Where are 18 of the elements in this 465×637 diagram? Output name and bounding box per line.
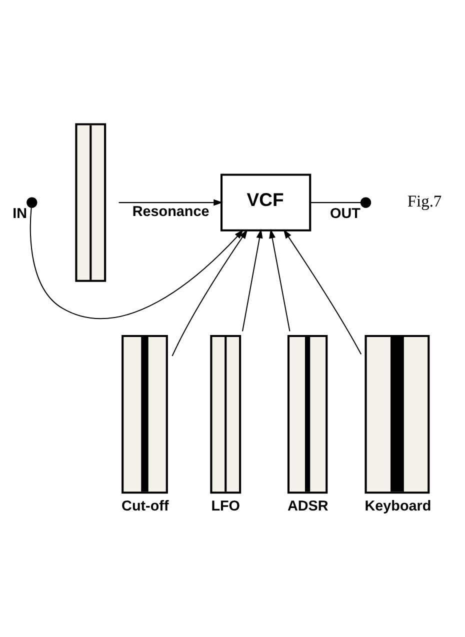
arrow	[172, 228, 248, 356]
label: Fig.7	[407, 190, 442, 210]
arrow	[242, 228, 263, 331]
node-circle	[360, 196, 372, 208]
node-label: ADSR	[287, 498, 328, 514]
arrow	[269, 228, 290, 331]
edge-label: Resonance	[132, 204, 210, 220]
node-circle	[26, 196, 38, 208]
node-label: IN	[12, 205, 28, 222]
node-box: VCF	[220, 173, 312, 231]
node-label: Cut-off	[122, 498, 169, 514]
arrow	[30, 206, 244, 318]
arrow	[283, 228, 362, 354]
arrow	[118, 198, 223, 206]
node-label: Keyboard	[364, 498, 432, 514]
node-label: LFO	[211, 498, 240, 514]
node-label: OUT	[330, 205, 360, 222]
connector	[310, 202, 361, 203]
